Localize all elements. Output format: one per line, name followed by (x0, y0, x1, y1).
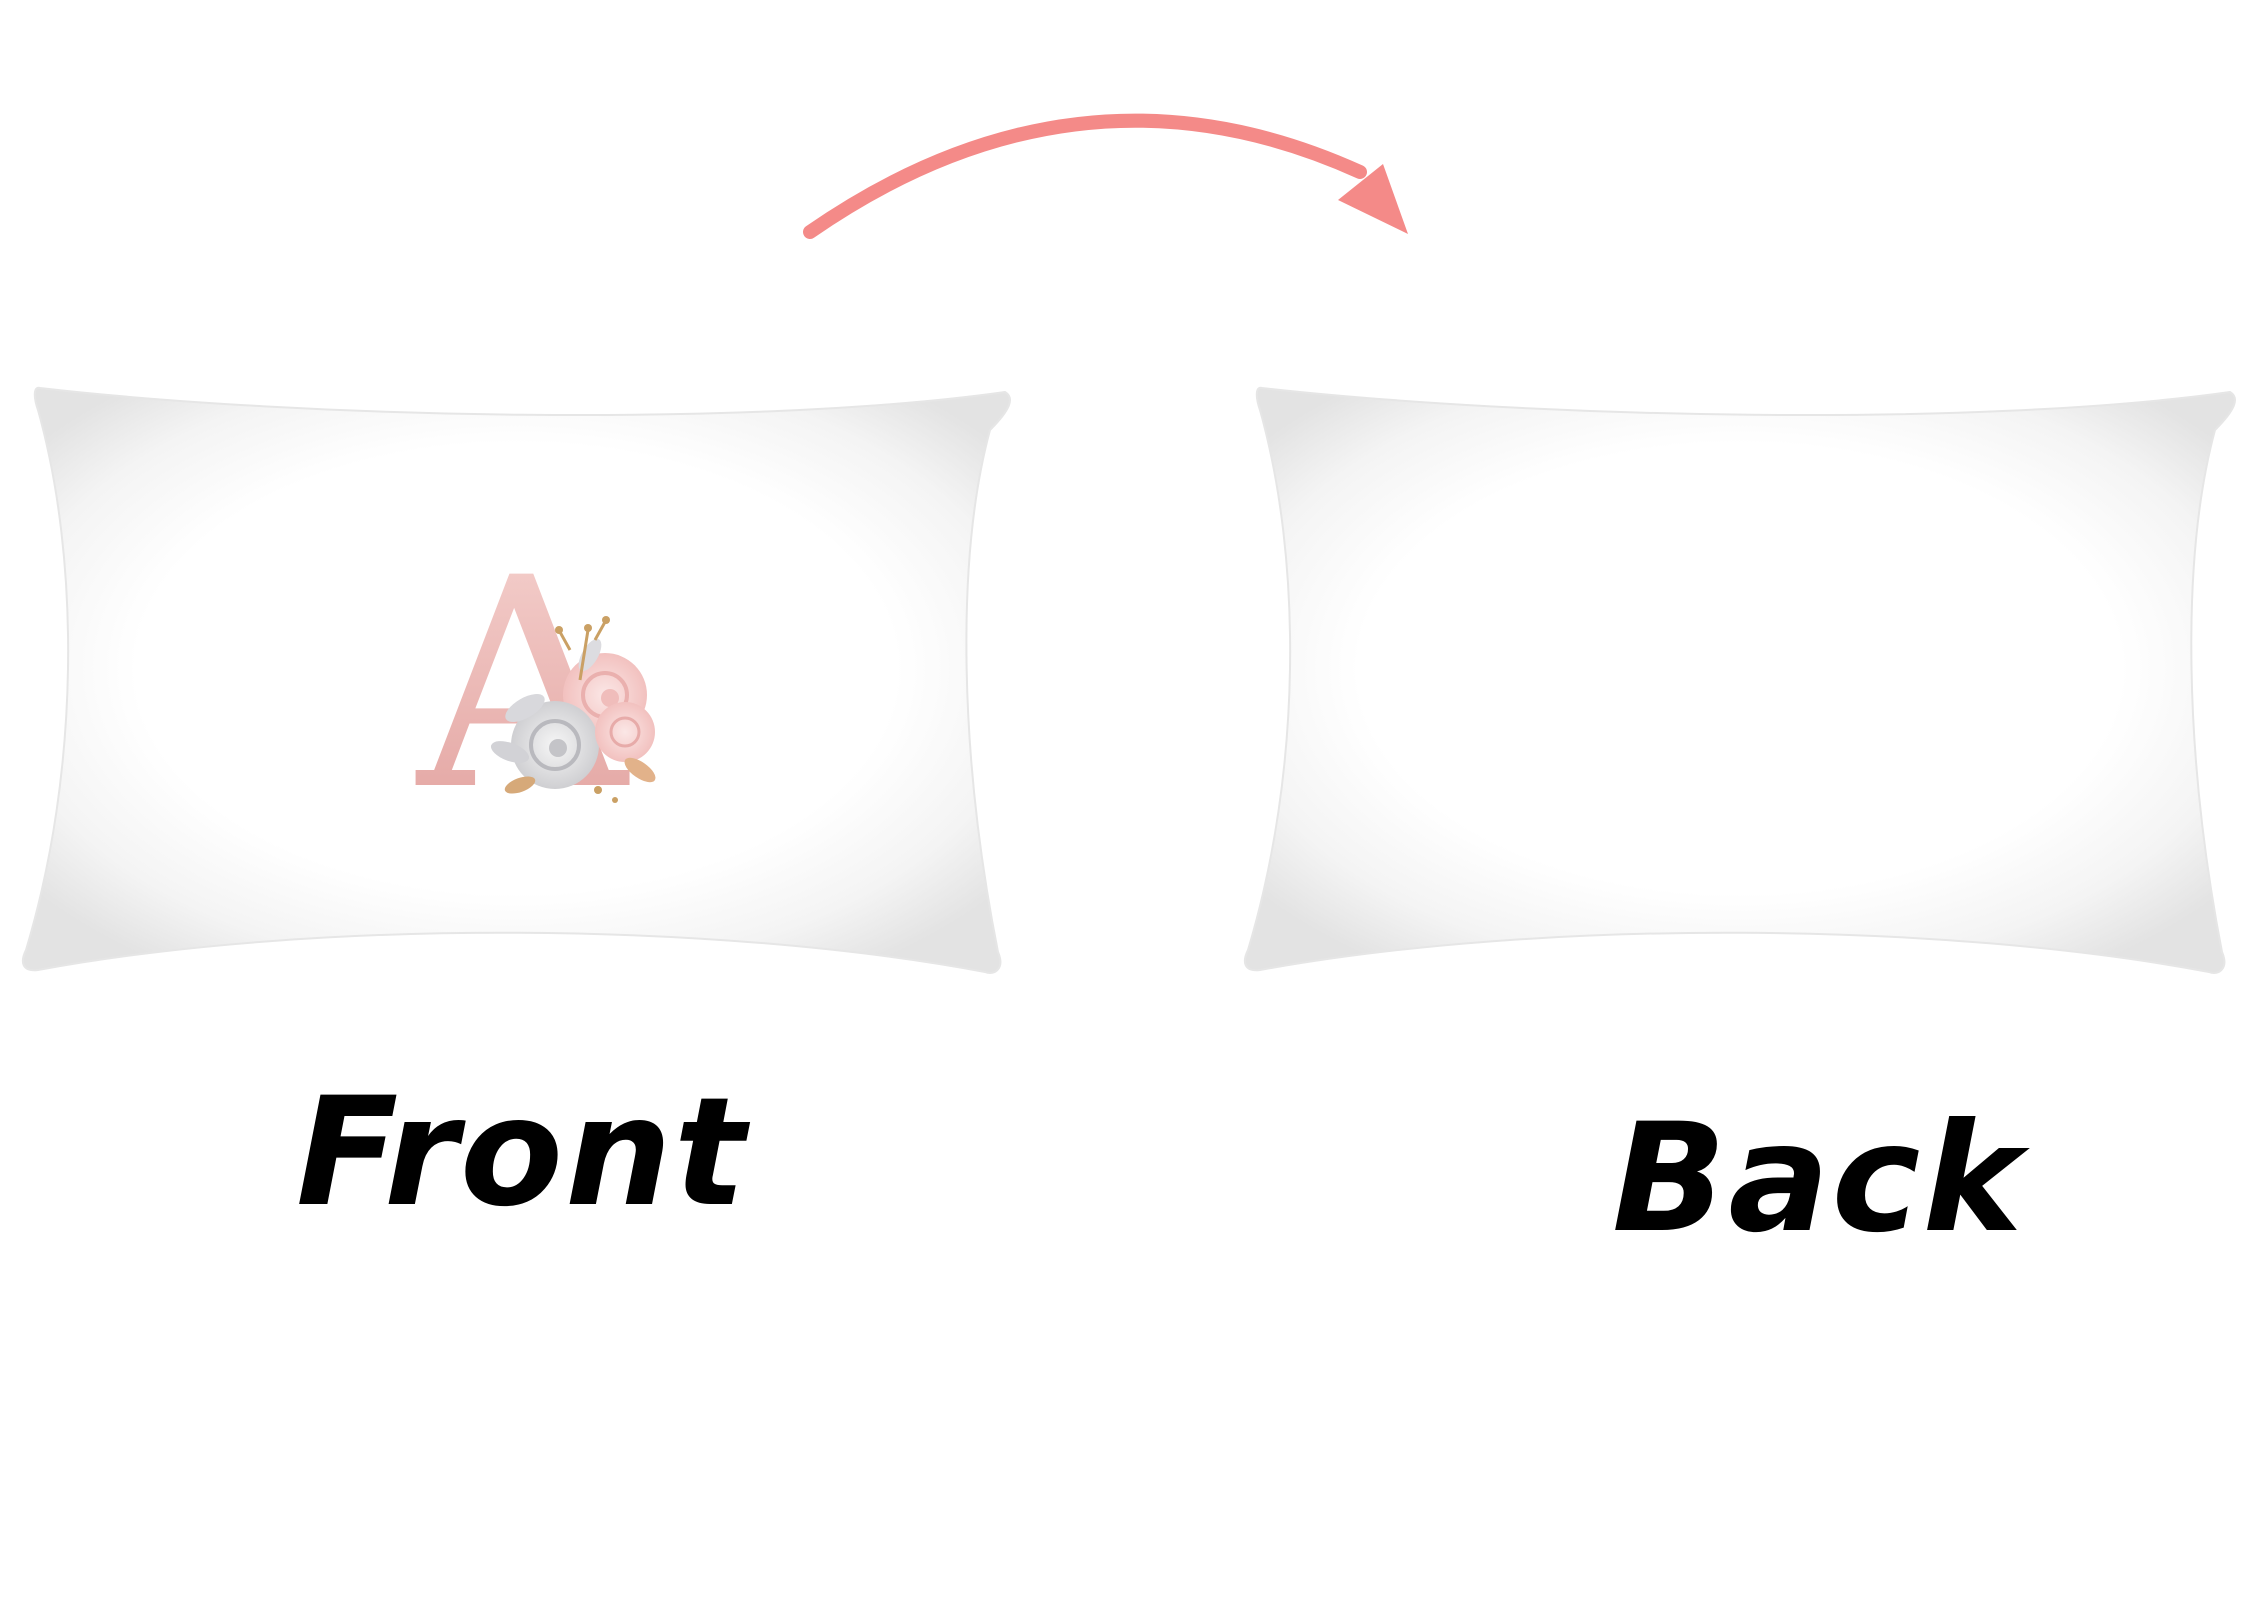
arrow-icon (803, 113, 1408, 239)
floral-accent-icon (490, 616, 656, 803)
back-pillow (1243, 386, 2236, 974)
front-label: Front (296, 1066, 748, 1240)
back-label: Back (1612, 1092, 2025, 1266)
front-pillow: A (21, 386, 1011, 974)
